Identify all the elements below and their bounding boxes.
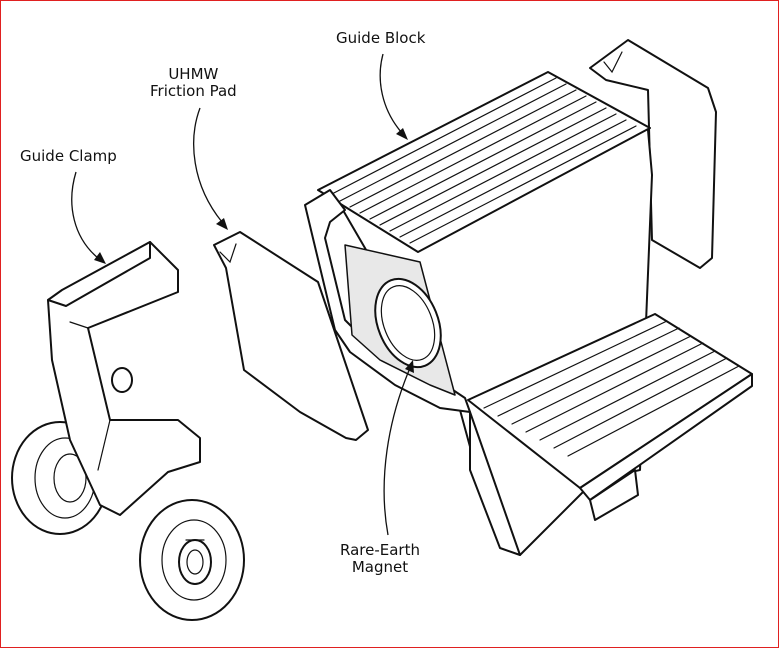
guide-clamp-label: Guide Clamp bbox=[20, 147, 117, 165]
guide-clamp bbox=[11, 241, 245, 621]
uhmw-friction-pad-label: UHMW Friction Pad bbox=[150, 66, 237, 100]
uhmw-friction-pad bbox=[213, 231, 369, 441]
guide-block bbox=[304, 39, 753, 556]
magnet-label-line-1: Rare-Earth bbox=[340, 541, 420, 559]
guide-block-label: Guide Block bbox=[336, 29, 426, 47]
lower-grooves bbox=[483, 320, 740, 457]
rare-earth-magnet-label: Rare-Earth Magnet bbox=[340, 542, 420, 576]
uhmw-leader bbox=[193, 107, 223, 223]
magnet-label-line-2: Magnet bbox=[351, 558, 409, 576]
guide-clamp-leader bbox=[71, 171, 99, 259]
top-grooves bbox=[329, 77, 637, 244]
magnet-leader bbox=[383, 367, 411, 536]
back-plate bbox=[589, 39, 717, 269]
leader-lines bbox=[71, 53, 414, 536]
guide-block-leader bbox=[379, 53, 403, 134]
clamp-arm bbox=[47, 241, 201, 516]
rare-earth-magnet bbox=[374, 277, 442, 369]
bolt-hole bbox=[111, 367, 133, 393]
uhmw-label-line-2: Friction Pad bbox=[150, 82, 237, 100]
uhmw-label-line-1: UHMW bbox=[168, 65, 219, 83]
